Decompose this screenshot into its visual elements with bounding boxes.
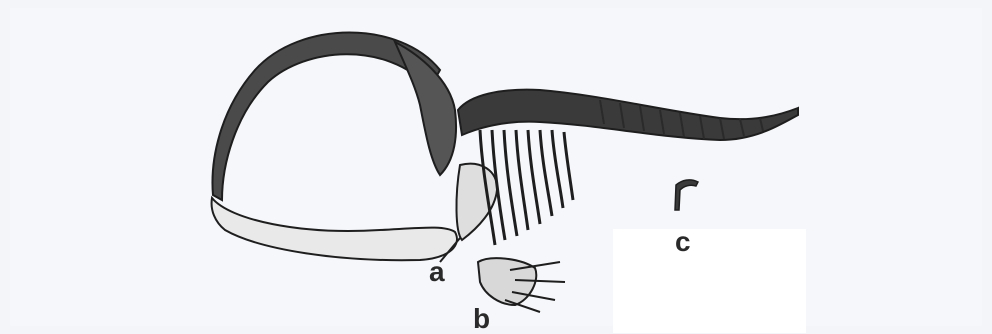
scapula — [456, 164, 497, 240]
lower-jaw — [212, 198, 457, 260]
flipper-bones — [478, 258, 565, 312]
label-c: c — [675, 228, 691, 256]
vestigial-pelvis — [675, 180, 698, 210]
label-a: a — [429, 258, 445, 286]
label-b: b — [473, 305, 490, 333]
skull — [395, 42, 456, 175]
vertebral-column — [458, 90, 798, 140]
